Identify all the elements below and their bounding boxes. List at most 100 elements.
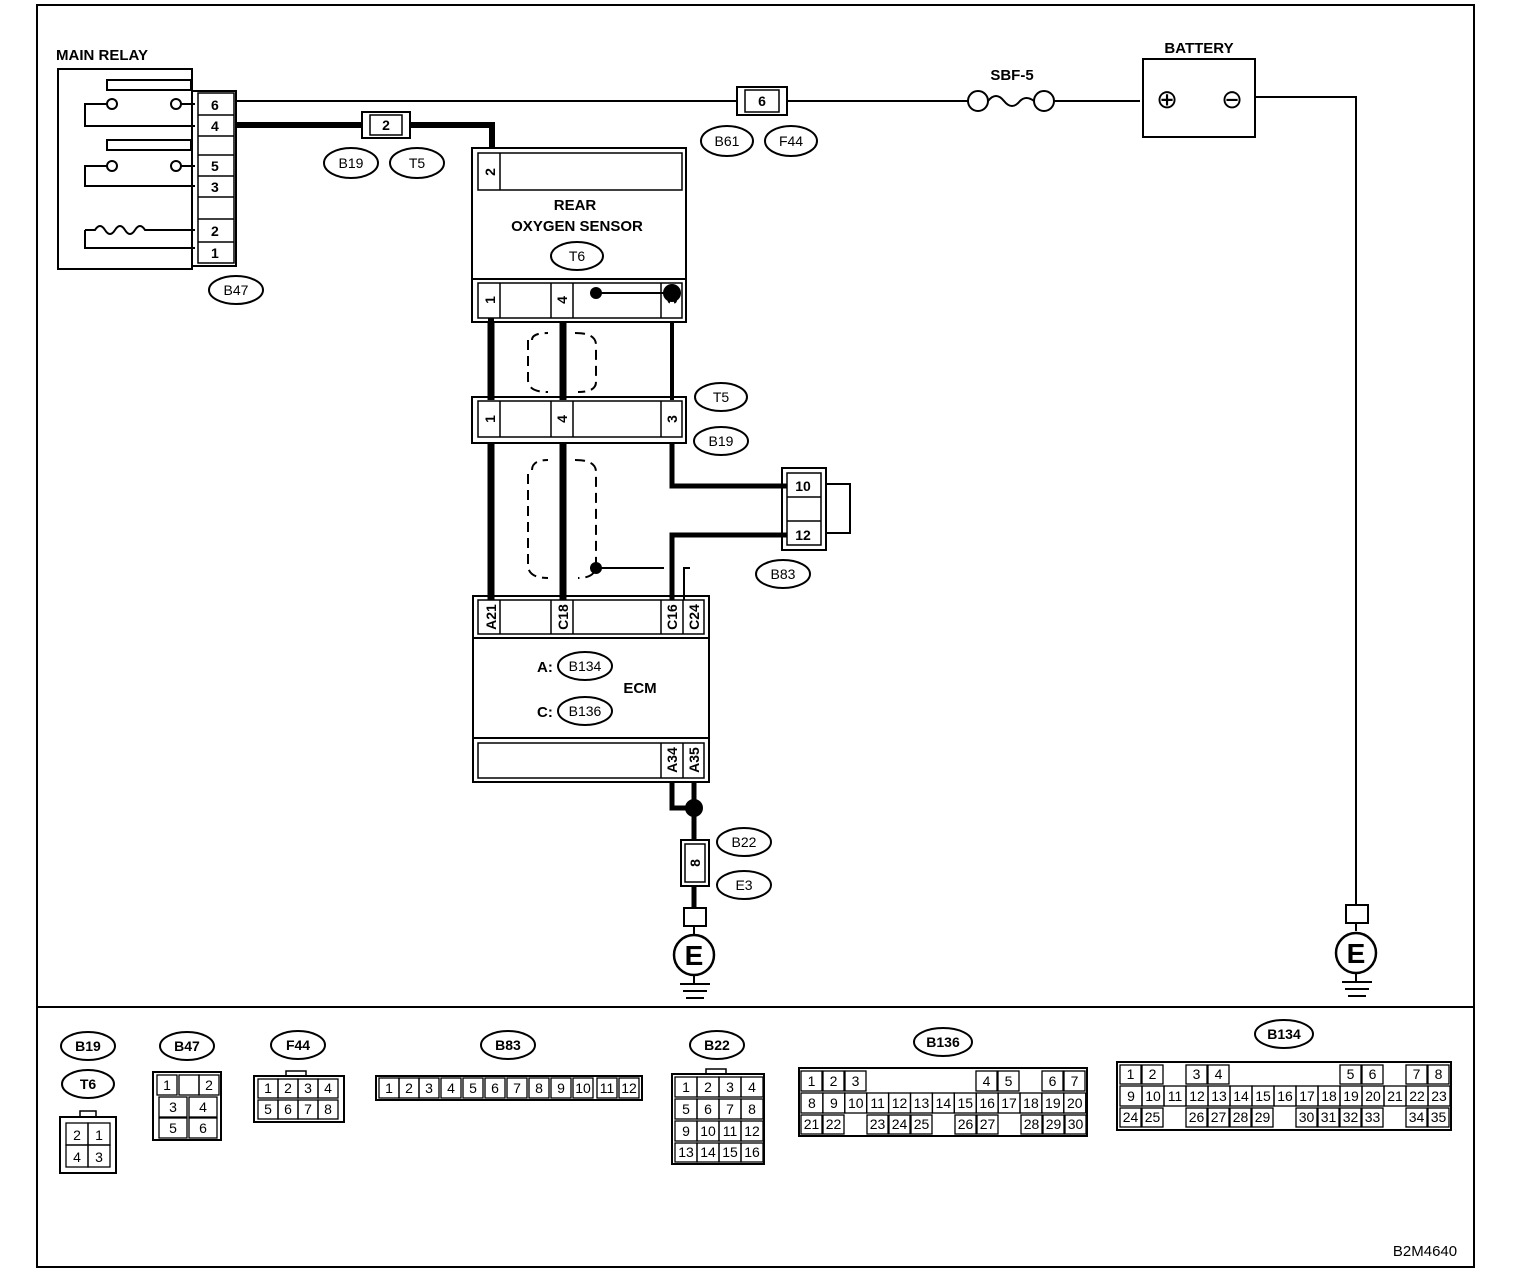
legend-b136-pin-1-cell (800, 1070, 823, 1092)
b83-connector: 10 12 (781, 467, 851, 551)
sensor-pin-1: 1 (482, 296, 498, 304)
legend-b134-pin-33-label: 33 (1365, 1109, 1381, 1125)
legend-f44-pin-4-cell (317, 1078, 339, 1099)
legend-b134-pin-6-cell (1361, 1064, 1384, 1085)
legend-b136-pin-25-label: 25 (914, 1116, 930, 1132)
sensor-top-pin: 2 (482, 168, 498, 176)
legend-b134-pin-34-label: 34 (1409, 1109, 1425, 1125)
legend-b83-tag: B83 (495, 1037, 521, 1053)
legend-b83-pin-8-label: 8 (535, 1080, 543, 1096)
legend-b134-pin-4-cell (1207, 1064, 1230, 1085)
legend-b136-pin-22-label: 22 (826, 1116, 842, 1132)
legend-b22-pin-16-cell (740, 1142, 764, 1163)
legend-b134-pin-35-label: 35 (1431, 1109, 1447, 1125)
legend-b136-pin-24-label: 24 (892, 1116, 908, 1132)
legend-b22-pin-6-label: 6 (704, 1101, 712, 1117)
legend-b22-pin-11-label: 11 (723, 1123, 738, 1139)
sensor-pin-4: 4 (554, 296, 570, 304)
legend-b134-pin-17-label: 17 (1299, 1088, 1315, 1104)
legend-b134-pin-32-cell (1339, 1107, 1362, 1128)
legend-b136-pin-12-label: 12 (892, 1095, 908, 1111)
ecm-pin-a34: A34 (664, 747, 680, 773)
connector-legend: B19 T6 B47 F44 B83 B22 B136 B134 (59, 1019, 1452, 1174)
b83-tag: B83 (771, 566, 796, 582)
legend-f44-pin-8-cell (317, 1099, 339, 1120)
legend-b134-pin-14-label: 14 (1233, 1088, 1249, 1104)
legend-b47-pin-5-cell (158, 1117, 188, 1139)
legend-b136-pin-22-cell (822, 1114, 845, 1135)
legend-b83-pin-3-cell (418, 1077, 440, 1099)
legend-b19_t6-pin-3-cell (87, 1144, 111, 1168)
legend-b22-pin-9-label: 9 (682, 1123, 690, 1139)
legend-b136-pin-29-label: 29 (1046, 1116, 1062, 1132)
t5-b19-connector: 1 4 3 (471, 396, 687, 444)
diagram-frame (36, 4, 1475, 1268)
legend-b134-pin-10-label: 10 (1145, 1088, 1161, 1104)
legend-b134-pin-26-cell (1185, 1107, 1208, 1128)
legend-b134-pin-30-label: 30 (1299, 1109, 1315, 1125)
legend-b22-pin-14-label: 14 (700, 1144, 716, 1160)
legend-b83-pin-3-label: 3 (425, 1080, 433, 1096)
legend-b136-pin-2-cell (822, 1070, 845, 1092)
ground-e-label-2: E (1347, 938, 1366, 969)
legend-b134-pin-20-label: 20 (1365, 1088, 1381, 1104)
legend-b22-pin-10-label: 10 (700, 1123, 716, 1139)
rear-oxygen-sensor: 2 REAR OXYGEN SENSOR T6 1 4 3 (471, 147, 687, 323)
b22-pin: 8 (687, 859, 703, 867)
legend-b136-tag: B136 (926, 1034, 960, 1050)
legend-b134-pin-6-label: 6 (1369, 1066, 1377, 1082)
b83-oval (755, 559, 811, 589)
legend-b136-pin-5-cell (997, 1070, 1020, 1092)
ground-symbol-battery: E (1334, 904, 1378, 997)
legend-b83-pin-11-label: 11 (600, 1080, 615, 1096)
legend-b83-pin-9-label: 9 (557, 1080, 565, 1096)
legend-b134-pin-12-label: 12 (1189, 1088, 1205, 1104)
legend-b83-pin-6-cell (484, 1077, 506, 1099)
t5-pin-1: 1 (482, 415, 498, 423)
main-relay-label: MAIN RELAY (56, 47, 148, 64)
legend-b19_t6-pin-1-label: 1 (95, 1127, 103, 1143)
legend-b134-pin-2-cell (1141, 1064, 1164, 1085)
legend-b136-pin-26-label: 26 (958, 1116, 974, 1132)
legend-b22-pin-4-label: 4 (748, 1079, 756, 1095)
relay-pin-6: 6 (211, 97, 219, 113)
legend-b136-pin-26-cell (954, 1114, 977, 1135)
legend-b136-pin-10-label: 10 (848, 1095, 864, 1111)
legend-b134-pin-26-label: 26 (1189, 1109, 1205, 1125)
legend-b134-pin-8-label: 8 (1435, 1066, 1443, 1082)
legend-f44-pin-7-label: 7 (304, 1101, 312, 1117)
relay-pin-1: 1 (211, 245, 219, 261)
legend-b134-pin-31-label: 31 (1321, 1109, 1337, 1125)
legend-f44-pin-2-label: 2 (284, 1080, 292, 1096)
legend-b136-pin-4-label: 4 (983, 1073, 991, 1089)
legend-b47-tag: B47 (174, 1038, 200, 1054)
legend-b134-pin-5-cell (1339, 1064, 1362, 1085)
legend-b134-pin-2-label: 2 (1149, 1066, 1157, 1082)
legend-b134-pin-24-label: 24 (1123, 1109, 1139, 1125)
legend-b134-pin-8-cell (1427, 1064, 1450, 1085)
t5-oval-top (389, 147, 445, 179)
legend-b83-pin-1-label: 1 (385, 1080, 393, 1096)
b83-pin-10: 10 (795, 478, 811, 494)
ecm-pin-a35: A35 (686, 747, 702, 773)
legend-b134-pin-7-cell (1405, 1064, 1428, 1085)
legend-b22-pin-16-label: 16 (744, 1144, 760, 1160)
battery: BATTERY ⊕ ⊖ (1142, 40, 1256, 138)
legend-b136-pin-13-label: 13 (914, 1095, 930, 1111)
relay-pin-2: 2 (211, 223, 219, 239)
t5-oval (694, 382, 748, 412)
legend-f44-pin-5-label: 5 (264, 1101, 272, 1117)
legend-b134-pin-22-label: 22 (1409, 1088, 1425, 1104)
ecm-pin-c18: C18 (555, 604, 571, 630)
e3-oval (716, 870, 772, 900)
legend-b47-pin-4-label: 4 (199, 1099, 207, 1115)
figure-code: B2M4640 (1393, 1243, 1457, 1260)
battery-label: BATTERY (1164, 40, 1233, 57)
f44-tag: F44 (779, 133, 803, 149)
ecm-a-prefix: A: (537, 659, 553, 676)
legend-b134-pin-1-cell (1119, 1064, 1142, 1085)
main-relay: MAIN RELAY 6 4 5 3 2 1 (56, 47, 237, 270)
ecm: A21 C18 C16 C24 A: B134 ECM C: B136 A34 … (472, 595, 710, 783)
legend-b134-pin-24-cell (1119, 1107, 1142, 1128)
